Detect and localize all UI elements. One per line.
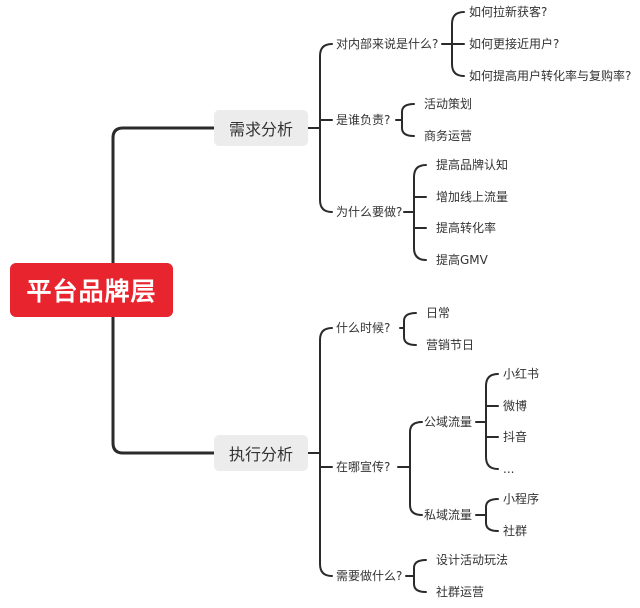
node-demand-q1[interactable]: 对内部来说是什么? bbox=[336, 37, 439, 51]
node-demand-q3[interactable]: 为什么要做? bbox=[336, 205, 403, 219]
node-execution-analysis[interactable]: 执行分析 bbox=[214, 435, 308, 471]
node-demand-q2-item-2[interactable]: 商务运营 bbox=[424, 129, 473, 143]
node-exec-q1-item-1[interactable]: 日常 bbox=[426, 306, 451, 320]
node-exec-q1-item-2[interactable]: 营销节日 bbox=[426, 338, 475, 352]
node-demand-analysis[interactable]: 需求分析 bbox=[214, 110, 308, 146]
node-demand-q3-item-1[interactable]: 提高品牌认知 bbox=[436, 158, 509, 172]
node-exec-public-item-4[interactable]: ... bbox=[503, 462, 515, 476]
node-exec-q3-item-2[interactable]: 社群运营 bbox=[436, 585, 485, 599]
connector-root-exec bbox=[111, 315, 216, 455]
node-exec-private-item-1[interactable]: 小程序 bbox=[503, 492, 540, 506]
node-exec-public-traffic[interactable]: 公域流量 bbox=[424, 415, 473, 429]
node-demand-q3-item-4[interactable]: 提高GMV bbox=[436, 253, 488, 267]
node-exec-public-item-2[interactable]: 微博 bbox=[503, 399, 528, 413]
node-exec-q1[interactable]: 什么时候? bbox=[336, 321, 391, 335]
node-exec-private-traffic[interactable]: 私域流量 bbox=[424, 508, 473, 522]
node-demand-q2-item-1[interactable]: 活动策划 bbox=[424, 97, 473, 111]
node-exec-q3[interactable]: 需要做什么? bbox=[336, 569, 403, 583]
node-exec-q3-item-1[interactable]: 设计活动玩法 bbox=[436, 553, 509, 567]
node-exec-private-item-2[interactable]: 社群 bbox=[503, 524, 528, 538]
node-exec-public-item-3[interactable]: 抖音 bbox=[503, 430, 528, 444]
node-exec-public-item-1[interactable]: 小红书 bbox=[503, 367, 540, 381]
node-demand-q3-item-3[interactable]: 提高转化率 bbox=[436, 221, 497, 235]
connector-root-demand bbox=[111, 126, 216, 265]
node-demand-q1-item-2[interactable]: 如何更接近用户? bbox=[469, 37, 560, 51]
node-demand-q1-item-3[interactable]: 如何提高用户转化率与复购率? bbox=[469, 69, 632, 83]
node-exec-q2[interactable]: 在哪宣传? bbox=[336, 460, 391, 474]
node-demand-q3-item-2[interactable]: 增加线上流量 bbox=[436, 190, 509, 204]
node-demand-q1-item-1[interactable]: 如何拉新获客? bbox=[469, 5, 548, 19]
root-node[interactable]: 平台品牌层 bbox=[10, 263, 173, 317]
node-demand-q2[interactable]: 是谁负责? bbox=[336, 113, 391, 127]
